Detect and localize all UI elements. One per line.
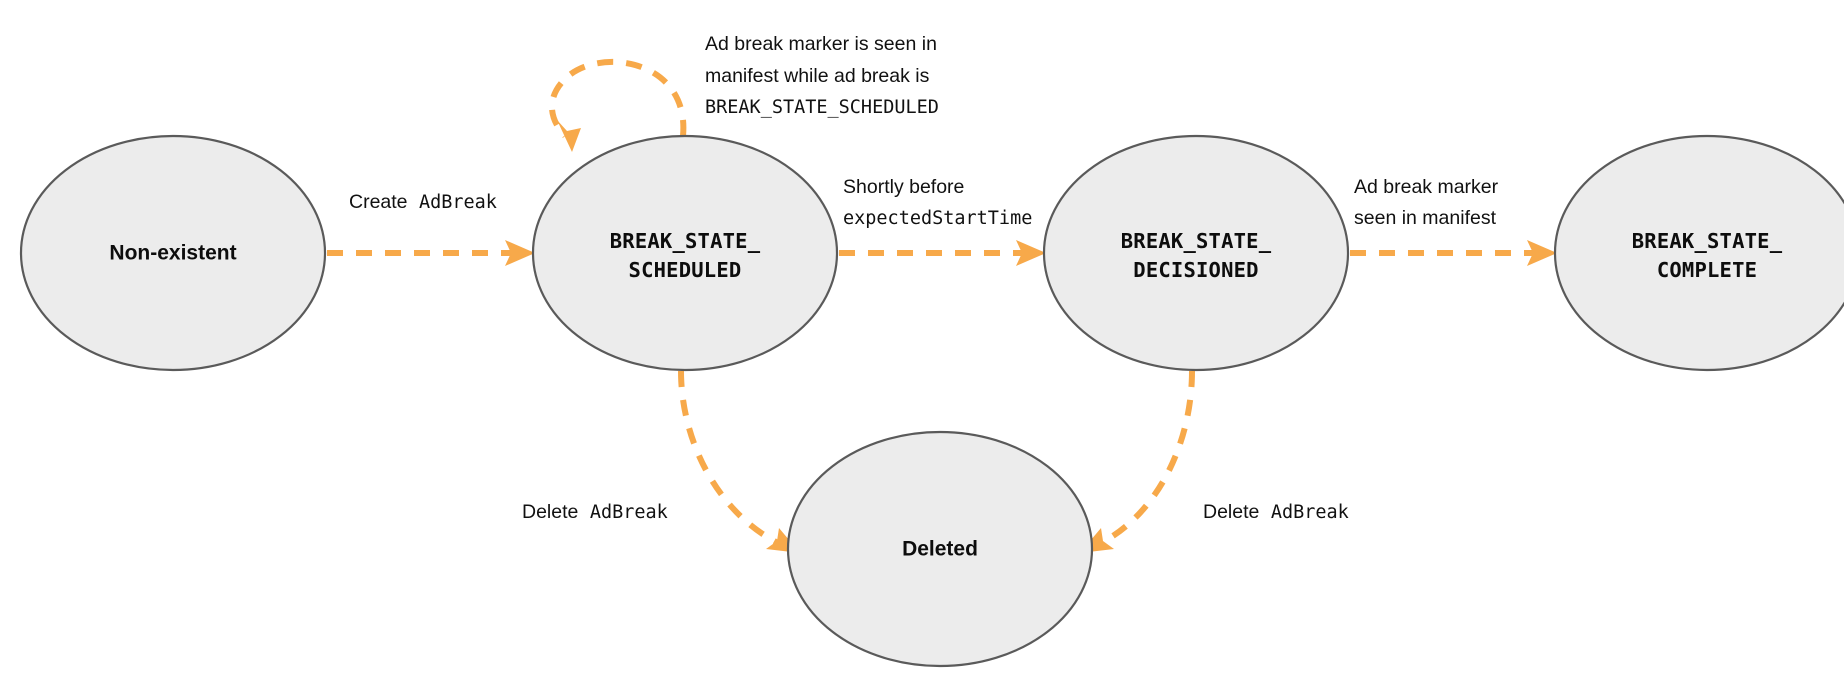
node-break-state-scheduled-label-line2: SCHEDULED (629, 258, 742, 282)
edge-label-scheduled-self-loop: Ad break marker is seen in manifest whil… (705, 33, 939, 118)
node-non-existent-shape[interactable] (19, 134, 327, 372)
edge-label-shortly-before: Shortly before expectedStartTime (843, 176, 1032, 229)
edge-label-delete-left-mono: AdBreak (590, 502, 668, 523)
node-break-state-scheduled-label-line1: BREAK_STATE_ (610, 229, 761, 253)
edge-label-marker-line1: Ad break marker (1354, 176, 1499, 198)
edge-label-delete-from-decisioned: Delete AdBreak (1203, 501, 1349, 523)
node-break-state-decisioned[interactable]: BREAK_STATE_ DECISIONED (1042, 134, 1350, 372)
edge-label-selfloop-line3: BREAK_STATE_SCHEDULED (705, 97, 939, 118)
edge-label-marker-seen: Ad break marker seen in manifest (1354, 176, 1499, 229)
edge-marker-seen (1350, 240, 1557, 266)
edge-label-marker-line2: seen in manifest (1354, 207, 1497, 229)
node-break-state-complete-label-line1: BREAK_STATE_ (1632, 229, 1783, 253)
node-break-state-decisioned-shape[interactable] (1042, 134, 1350, 372)
edge-label-delete-from-scheduled: Delete AdBreak (522, 501, 668, 523)
edge-label-selfloop-line1: Ad break marker is seen in (705, 33, 937, 55)
edge-label-delete-right-mono: AdBreak (1271, 502, 1349, 523)
edge-scheduled-self-loop-arrowhead (557, 120, 581, 152)
edge-scheduled-self-loop-path (549, 58, 687, 139)
node-break-state-decisioned-label-line2: DECISIONED (1133, 258, 1258, 282)
edge-delete-from-decisioned-path (1099, 370, 1195, 546)
edge-label-selfloop-line2: manifest while ad break is (705, 65, 930, 87)
node-break-state-complete[interactable]: BREAK_STATE_ COMPLETE (1553, 134, 1844, 372)
node-non-existent[interactable]: Non-existent (19, 134, 327, 372)
edge-label-delete-right-text: Delete AdBreak (1203, 501, 1349, 523)
node-deleted[interactable]: Deleted (786, 430, 1094, 668)
edge-label-create-adbreak-sans: Create (349, 191, 408, 213)
edge-delete-from-scheduled-path (678, 370, 780, 546)
node-break-state-decisioned-label-line1: BREAK_STATE_ (1121, 229, 1272, 253)
edge-delete-from-decisioned (1080, 370, 1195, 553)
edge-label-delete-right-sans: Delete (1203, 501, 1259, 523)
edge-label-shortly-line2: expectedStartTime (843, 208, 1032, 229)
edge-delete-from-scheduled (678, 370, 800, 553)
edge-create-adbreak-arrowhead (505, 240, 535, 266)
node-deleted-shape[interactable] (786, 430, 1094, 668)
edge-shortly-before-arrowhead (1016, 240, 1046, 266)
node-deleted-label: Deleted (902, 538, 978, 561)
edge-scheduled-self-loop (549, 58, 687, 152)
edge-label-delete-left-sans: Delete (522, 501, 578, 523)
node-non-existent-label: Non-existent (109, 242, 236, 265)
edge-marker-seen-arrowhead (1527, 240, 1557, 266)
node-break-state-scheduled-shape[interactable] (531, 134, 839, 372)
edge-shortly-before (839, 240, 1046, 266)
edge-label-create-adbreak-text: Create AdBreak (349, 191, 497, 213)
edge-label-delete-left-text: Delete AdBreak (522, 501, 668, 523)
node-break-state-scheduled[interactable]: BREAK_STATE_ SCHEDULED (531, 134, 839, 372)
node-break-state-complete-label-line2: COMPLETE (1657, 258, 1757, 282)
edge-label-shortly-line1: Shortly before (843, 176, 964, 198)
node-break-state-complete-shape[interactable] (1553, 134, 1844, 372)
edge-label-create-adbreak-mono: AdBreak (419, 192, 497, 213)
edge-create-adbreak (327, 240, 535, 266)
edge-label-create-adbreak: Create AdBreak (349, 191, 497, 213)
